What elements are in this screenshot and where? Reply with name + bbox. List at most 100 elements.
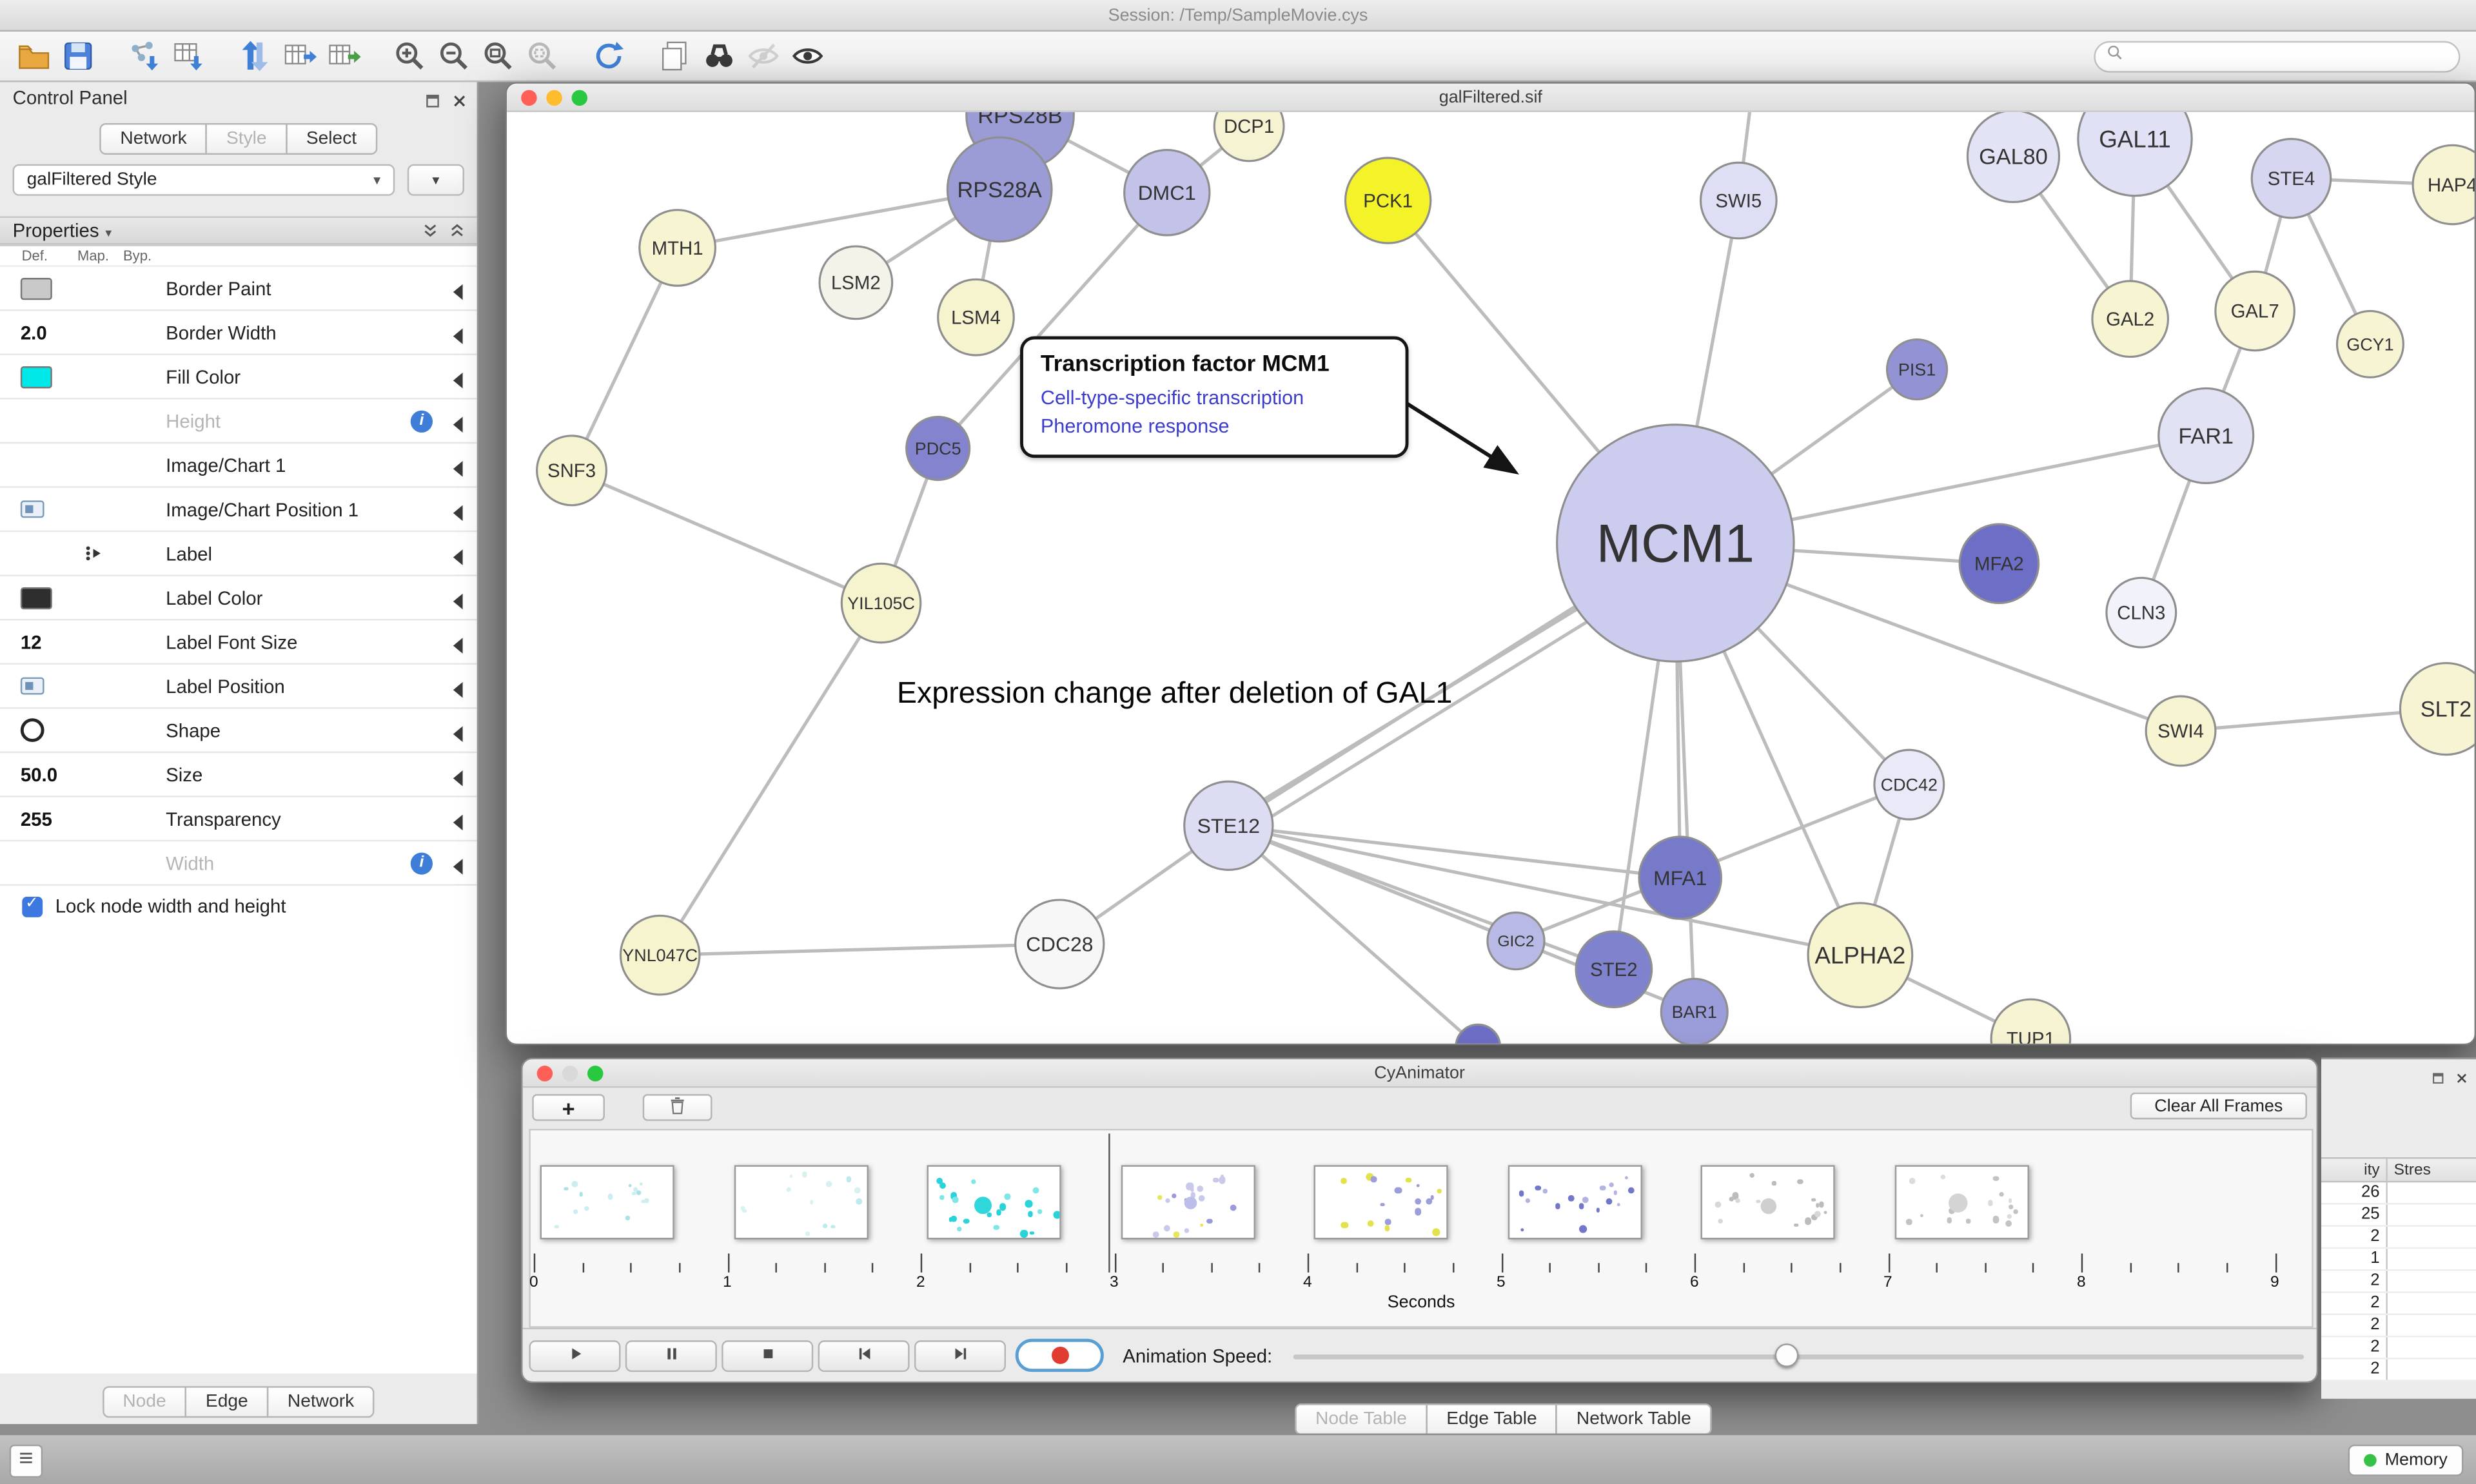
expand-arrow[interactable]	[442, 400, 477, 442]
expand-all-icon[interactable]	[420, 221, 440, 242]
properties-header[interactable]: Properties▾	[0, 216, 477, 245]
skip-start-button[interactable]	[818, 1340, 910, 1372]
float-panel-icon[interactable]	[2430, 1066, 2446, 1084]
column-header-stres[interactable]: Stres	[2393, 1162, 2431, 1180]
import-network-from-database-button[interactable]	[233, 34, 278, 79]
expand-arrow[interactable]	[442, 620, 477, 663]
node-UNK1[interactable]	[1455, 1023, 1501, 1044]
default-value-cell[interactable]: 50.0	[0, 763, 70, 785]
frame-thumbnail-6[interactable]	[1700, 1165, 1835, 1240]
frame-thumbnail-5[interactable]	[1507, 1165, 1642, 1240]
collapse-all-icon[interactable]	[447, 221, 467, 242]
node-CDC42[interactable]: CDC42	[1873, 748, 1945, 821]
default-value-cell[interactable]: 2.0	[0, 321, 70, 343]
close-panel-icon[interactable]	[2454, 1066, 2470, 1083]
tab-network[interactable]: Network	[99, 123, 208, 155]
default-value-cell[interactable]	[0, 586, 70, 609]
node-FAR1[interactable]: FAR1	[2157, 387, 2255, 484]
tab-network[interactable]: Network	[267, 1386, 375, 1418]
frame-thumbnail-4[interactable]	[1313, 1165, 1448, 1240]
node-GAL80[interactable]: GAL80	[1966, 112, 2061, 204]
stop-button[interactable]	[722, 1340, 814, 1372]
default-value-cell[interactable]	[0, 677, 70, 695]
play-button[interactable]	[529, 1340, 621, 1372]
minimize-window-button[interactable]	[546, 90, 562, 106]
hide-selection-button[interactable]	[742, 34, 787, 79]
frame-thumbnail-1[interactable]	[733, 1165, 868, 1240]
expand-arrow[interactable]	[442, 355, 477, 398]
node-GAL7[interactable]: GAL7	[2214, 270, 2295, 352]
speed-slider-handle[interactable]	[1774, 1343, 1799, 1367]
node-MFA2[interactable]: MFA2	[1958, 523, 2040, 605]
default-value-cell[interactable]: 255	[0, 808, 70, 830]
node-GAL11[interactable]: GAL11	[2077, 112, 2193, 197]
expand-arrow[interactable]	[442, 267, 477, 309]
node-RPS28A[interactable]: RPS28A	[946, 136, 1053, 243]
close-window-button[interactable]	[521, 90, 537, 106]
float-panel-icon[interactable]	[423, 88, 442, 108]
node-LSM2[interactable]: LSM2	[818, 245, 894, 320]
expand-arrow[interactable]	[442, 841, 477, 884]
column-header-ity[interactable]: ity	[2321, 1158, 2388, 1181]
pause-button[interactable]	[625, 1340, 717, 1372]
default-value-cell[interactable]	[0, 277, 70, 300]
save-session-button[interactable]	[57, 34, 101, 79]
minimize-window-button[interactable]	[562, 1066, 578, 1082]
memory-button[interactable]: Memory	[2348, 1444, 2464, 1476]
node-MTH1[interactable]: MTH1	[638, 209, 716, 287]
export-table-button[interactable]	[322, 34, 367, 79]
expand-arrow[interactable]	[442, 488, 477, 531]
frame-thumbnail-7[interactable]	[1894, 1165, 2029, 1240]
style-options-button[interactable]: ▾	[407, 164, 465, 196]
expand-arrow[interactable]	[442, 532, 477, 574]
tab-edge[interactable]: Edge	[185, 1386, 269, 1418]
node-SWI5[interactable]: SWI5	[1699, 161, 1778, 240]
node-GCY1[interactable]: GCY1	[2335, 309, 2404, 378]
default-value-cell[interactable]: 12	[0, 630, 70, 652]
zoom-out-button[interactable]	[433, 34, 477, 79]
import-network-from-file-button[interactable]	[123, 34, 168, 79]
network-snapshot-button[interactable]	[654, 34, 698, 79]
lock-size-checkbox[interactable]	[22, 894, 43, 917]
default-value-cell[interactable]	[0, 500, 70, 518]
export-network-button[interactable]	[278, 34, 322, 79]
close-window-button[interactable]	[536, 1066, 553, 1082]
text-annotation[interactable]: Expression change after deletion of GAL1	[897, 677, 1453, 711]
playhead[interactable]	[1108, 1133, 1110, 1273]
annotation-link[interactable]: Cell-type-specific transcription	[1040, 387, 1304, 409]
zoom-fit-content-button[interactable]	[477, 34, 522, 79]
node-MFA1[interactable]: MFA1	[1638, 835, 1722, 920]
search-box[interactable]	[2094, 41, 2461, 73]
add-frame-button[interactable]: +	[532, 1094, 605, 1121]
tab-edge-table[interactable]: Edge Table	[1426, 1403, 1558, 1436]
frame-thumbnail-2[interactable]	[927, 1165, 1061, 1240]
node-GIC2[interactable]: GIC2	[1486, 911, 1546, 971]
search-input[interactable]	[2132, 47, 2450, 66]
node-PIS1[interactable]: PIS1	[1885, 338, 1949, 401]
clear-all-frames-button[interactable]: Clear All Frames	[2130, 1092, 2307, 1120]
node-CDC28[interactable]: CDC28	[1014, 899, 1105, 990]
skip-end-button[interactable]	[914, 1340, 1007, 1372]
zoom-selected-button[interactable]	[521, 34, 565, 79]
tab-network-table[interactable]: Network Table	[1556, 1403, 1712, 1436]
mapping-cell[interactable]	[70, 543, 117, 563]
default-value-cell[interactable]	[0, 365, 70, 388]
node-TUP1[interactable]: TUP1	[1990, 998, 2072, 1044]
expand-arrow[interactable]	[442, 444, 477, 486]
frame-thumbnail-0[interactable]	[540, 1165, 674, 1240]
node-STE12[interactable]: STE12	[1183, 780, 1274, 871]
default-value-cell[interactable]	[0, 718, 70, 743]
node-DMC1[interactable]: DMC1	[1123, 149, 1211, 237]
close-panel-icon[interactable]	[450, 88, 469, 107]
frame-thumbnail-3[interactable]	[1120, 1165, 1255, 1240]
show-panel-button[interactable]	[9, 1444, 43, 1478]
zoom-window-button[interactable]	[587, 1066, 604, 1082]
record-button[interactable]	[1015, 1338, 1104, 1372]
annotation-arrow[interactable]	[1404, 401, 1520, 475]
node-PCK1[interactable]: PCK1	[1344, 157, 1432, 244]
expand-arrow[interactable]	[442, 753, 477, 796]
node-MCM1[interactable]: MCM1	[1556, 424, 1795, 663]
node-DCP1[interactable]: DCP1	[1213, 112, 1285, 162]
zoom-window-button[interactable]	[571, 90, 588, 106]
